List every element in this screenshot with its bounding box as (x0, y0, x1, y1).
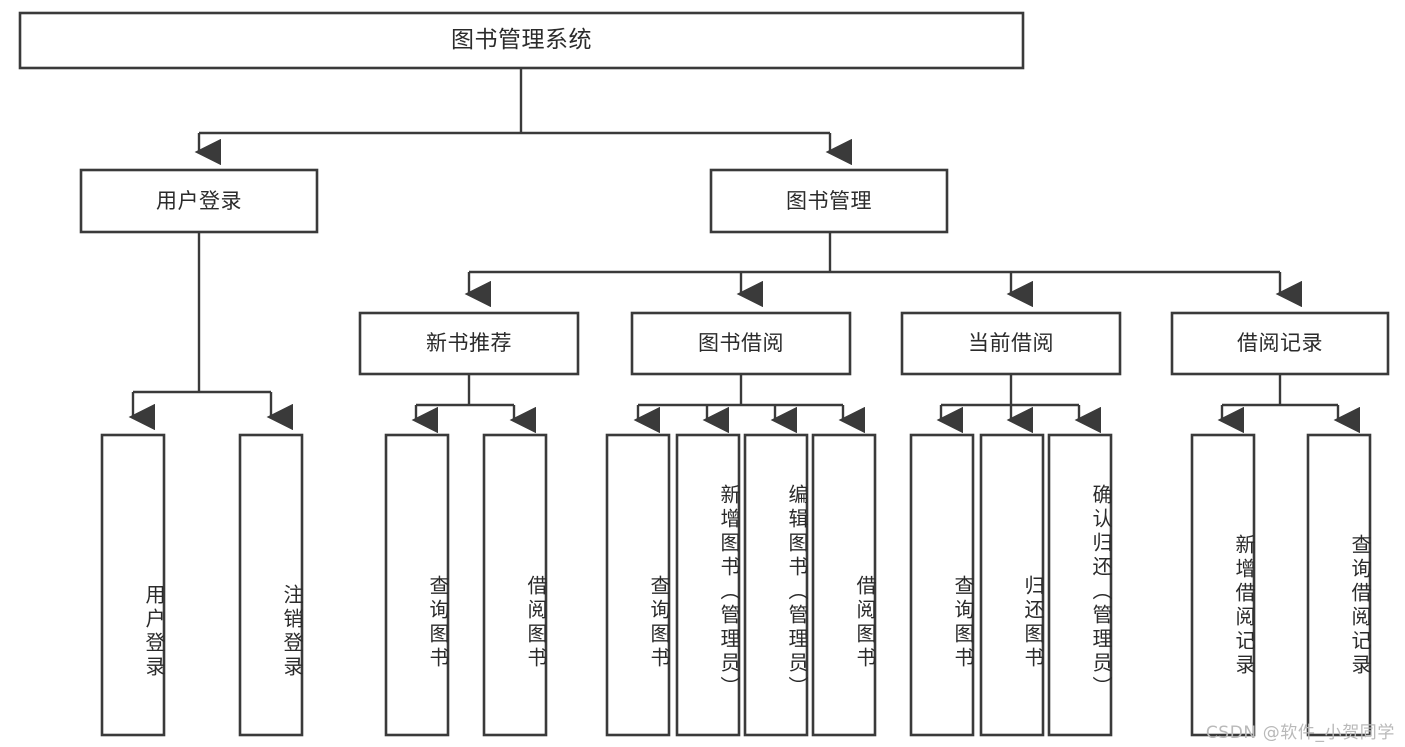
connector-book-borrow-to-leaves (633, 374, 865, 434)
connector-new-book-to-leaves (411, 374, 536, 434)
leaf-box-current-borrow-0[interactable] (909, 433, 975, 737)
connector-book-mgmt-to-level3 (464, 232, 1302, 308)
leaf-box-borrow-record-0[interactable] (1190, 433, 1256, 737)
leaf-box-book-borrow-1[interactable] (675, 433, 741, 737)
leaf-box-current-borrow-2[interactable] (1047, 433, 1113, 737)
leaf-box-new-book-0[interactable] (384, 433, 450, 737)
connector-current-borrow-to-leaves (936, 374, 1101, 434)
leaf-box-new-book-1[interactable] (482, 433, 548, 737)
node-borrow-record[interactable] (1170, 311, 1390, 376)
node-book-borrow[interactable] (630, 311, 852, 376)
leaf-box-book-borrow-3[interactable] (811, 433, 877, 737)
node-root-book-system[interactable] (18, 11, 1025, 70)
node-user-login[interactable] (79, 168, 319, 234)
leaf-box-user-login-0[interactable] (100, 433, 166, 737)
leaf-box-borrow-record-1[interactable] (1306, 433, 1372, 737)
connector-root-to-level2 (194, 68, 852, 166)
connector-borrow-record-to-leaves (1217, 374, 1360, 434)
leaf-box-user-login-1[interactable] (238, 433, 304, 737)
leaf-box-book-borrow-0[interactable] (605, 433, 671, 737)
node-book-management[interactable] (709, 168, 949, 234)
leaf-box-book-borrow-2[interactable] (743, 433, 809, 737)
connector-user-login-to-leaves (128, 232, 293, 431)
leaf-box-current-borrow-1[interactable] (979, 433, 1045, 737)
node-new-book-recommend[interactable] (358, 311, 580, 376)
node-current-borrow[interactable] (900, 311, 1122, 376)
csdn-watermark: CSDN @软件_小贺同学 (1205, 723, 1395, 743)
